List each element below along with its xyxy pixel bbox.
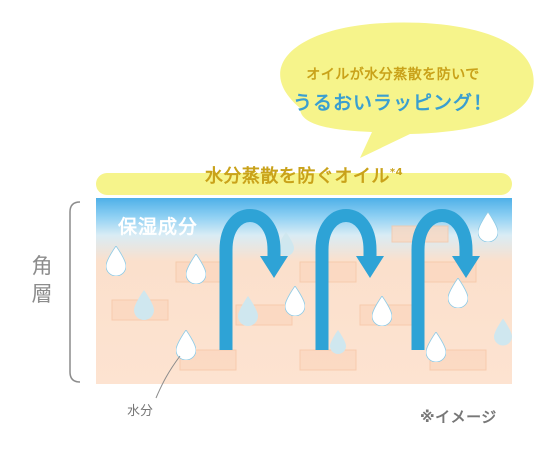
droplet bbox=[238, 296, 258, 326]
arrow-loop-3 bbox=[411, 209, 473, 350]
oil-layer-bar bbox=[96, 173, 512, 195]
oil-layer-footnote: *4 bbox=[389, 167, 404, 178]
water-leader-line bbox=[155, 355, 181, 399]
cell-block bbox=[299, 349, 357, 371]
arrow-loop-1 bbox=[219, 209, 281, 350]
droplet bbox=[285, 286, 305, 316]
arrow-heads bbox=[260, 256, 480, 278]
speech-bubble-shape bbox=[280, 22, 534, 158]
droplet bbox=[176, 330, 196, 360]
droplet bbox=[478, 212, 498, 242]
droplet bbox=[106, 246, 126, 276]
arrow-head bbox=[452, 256, 480, 278]
droplet bbox=[330, 330, 346, 354]
layer-bracket bbox=[69, 201, 81, 383]
bubble-text-line2: うるおいラッピング！ bbox=[292, 92, 493, 114]
moisture-ingredient-label: 保湿成分 bbox=[118, 216, 199, 238]
arrow-head bbox=[260, 256, 288, 278]
image-note: ※イメージ bbox=[420, 408, 497, 426]
arrow-loop-2 bbox=[315, 209, 377, 350]
droplet bbox=[134, 290, 154, 320]
droplet bbox=[426, 332, 446, 362]
circulation-arrows bbox=[219, 209, 473, 350]
water-label: 水分 bbox=[127, 404, 154, 419]
droplet bbox=[186, 254, 206, 284]
speech-bubble bbox=[280, 22, 534, 158]
bubble-text-line1: オイルが水分蒸散を防いで bbox=[306, 67, 480, 83]
arrow-head bbox=[356, 256, 384, 278]
stratum-corneum-label: 角層 bbox=[31, 254, 53, 306]
oil-layer-label-text: 水分蒸散を防ぐオイル bbox=[204, 166, 390, 187]
droplet bbox=[372, 296, 392, 326]
oil-layer-label: 水分蒸散を防ぐオイル*4 bbox=[96, 162, 512, 188]
droplet bbox=[494, 318, 512, 346]
